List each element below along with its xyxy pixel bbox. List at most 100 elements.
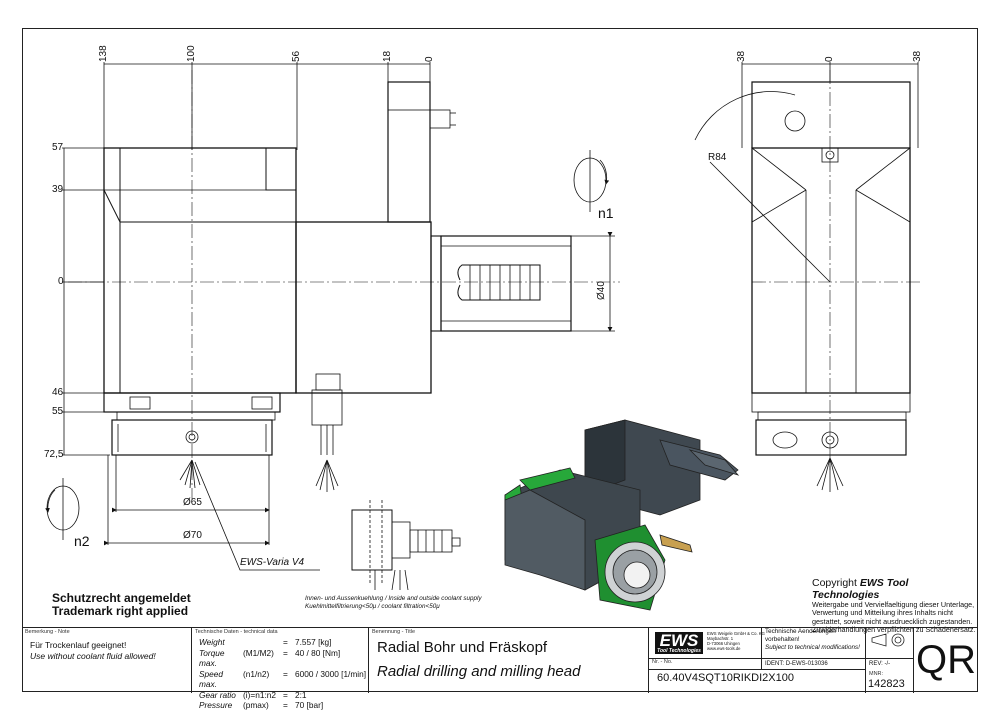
dim-right-38b: 38 — [912, 50, 923, 62]
tech-label: Torque max. — [199, 647, 225, 669]
remark-cell: Bemerkung - Note Für Trockenlauf geeigne… — [22, 628, 192, 693]
trademark-en: Trademark right applied — [52, 604, 189, 618]
tech-sym: (pmax) — [243, 700, 269, 710]
copyright-prefix: Copyright — [812, 577, 860, 589]
tech-data-cell: Technische Daten - technical data Weight… — [192, 628, 369, 710]
company-line: D-73066 Uhingen — [707, 641, 740, 646]
tech-val: 7.557 [kg] — [295, 637, 332, 647]
company-line: www.ews-tools.de — [707, 646, 741, 651]
dim-dia65: Ø65 — [183, 497, 202, 508]
title-header: Benennung - Title — [372, 629, 416, 635]
remark-de: Für Trockenlauf geeignet! — [30, 640, 127, 650]
tech-eq: = — [283, 700, 288, 710]
tech-eq: = — [283, 668, 288, 679]
tech-data-table: Weight = 7.557 [kg] Torque max. (M1/M2) = 40 … — [199, 637, 369, 711]
dim-18: 18 — [382, 50, 393, 62]
copyright-line: gestattet, soweit nicht ausdruecklich zu… — [812, 616, 973, 626]
trademark-de: Schutzrecht angemeldet — [52, 591, 191, 605]
tech-header: Technische Daten - technical data — [195, 629, 278, 635]
copyright-line: Verwertung und Mitteilung ihres Inhalts … — [812, 608, 954, 618]
ident-cell: EWS Tool Technologies EWS Weigele GmbH &… — [649, 628, 866, 693]
isometric-view — [504, 419, 740, 611]
dim-55: 55 — [52, 406, 64, 417]
tech-label: Gear ratio — [199, 689, 236, 700]
tech-eq: = — [283, 689, 288, 700]
copyright-title: Copyright EWS Tool Technologies — [812, 577, 977, 601]
ews-logo: EWS Tool Technologies — [655, 632, 703, 654]
tech-label: Speed max. — [199, 668, 223, 690]
copyright-line: Zuwiderhandlungen verpflichten zu Schade… — [812, 624, 976, 634]
coolant-note-line2: Kuehlmittelfiltrierung<50μ / coolant fil… — [305, 603, 440, 610]
logo-sub: Tool Technologies — [657, 648, 701, 654]
copyright-line: Weitergabe und Vervielfaeltigung dieser … — [812, 600, 975, 609]
modif-de: Technische Aenderungen vorbehalten! — [765, 628, 836, 643]
modif-en: Subject to technical modifications! — [765, 644, 860, 651]
ident-field: IDENT: D-EWS-013036 — [761, 658, 866, 669]
projection-symbol-icon — [871, 633, 905, 647]
tech-row: Pressure (pmax) = 70 [bar] — [199, 700, 369, 711]
tech-label: Pressure — [199, 700, 233, 710]
nr-label: Nr. - No. — [652, 659, 673, 665]
trademark-note: Schutzrecht angemeldet Trademark right a… — [52, 592, 191, 618]
dim-r84: R84 — [708, 152, 727, 163]
dim-right-0: 0 — [824, 56, 835, 62]
copyright-block: Copyright EWS Tool Technologies Weiterga… — [812, 577, 977, 634]
company-line: EWS Weigele GmbH & Co. KG — [707, 631, 765, 636]
ident-value: D-EWS-013036 — [785, 661, 828, 667]
title-de: Radial Bohr und Fräskopf — [377, 639, 548, 656]
tech-sym: (i)=n1:n2 — [243, 689, 276, 700]
tech-eq: = — [283, 637, 288, 647]
tech-label: Weight — [199, 637, 225, 647]
ident-divider — [649, 658, 761, 659]
coolant-note-line1: Innen- und Aussenkuehlung / Inside and o… — [305, 595, 482, 602]
tech-val: 2:1 — [295, 689, 307, 700]
tech-row: Weight = 7.557 [kg] — [199, 637, 369, 648]
dim-dia70: Ø70 — [183, 530, 202, 541]
tech-sym: (M1/M2) — [243, 647, 274, 658]
tech-row: Speed max. (n1/n2) = 6000 / 3000 [1/min] — [199, 669, 369, 690]
sheet-code: QR — [916, 638, 976, 682]
tech-val: 40 / 80 [Nm] — [295, 647, 341, 658]
dim-0: 0 — [424, 56, 435, 62]
ident-label: IDENT: — [765, 661, 785, 667]
dim-46: 46 — [52, 387, 64, 398]
title-block: Bemerkung - Note Für Trockenlauf geeigne… — [22, 627, 978, 710]
rev-field: REV: -/- — [866, 658, 914, 669]
rev-label: REV: — [869, 661, 883, 667]
remark-header: Bemerkung - Note — [25, 629, 70, 635]
tech-row: Torque max. (M1/M2) = 40 / 80 [Nm] — [199, 648, 369, 669]
nr-value: 60.40V4SQT10RIKDI2X100 — [657, 672, 794, 684]
company-line: Maybachstr. 1 — [707, 636, 734, 641]
varia-label: EWS-Varia V4 — [240, 557, 305, 568]
rotation-n1-label: n1 — [598, 205, 614, 221]
rotation-n2-label: n2 — [74, 533, 90, 549]
dim-100: 100 — [186, 45, 197, 62]
dim-right-38a: 38 — [736, 50, 747, 62]
title-cell: Benennung - Title Radial Bohr und Fräsko… — [369, 628, 649, 693]
dim-57: 57 — [52, 142, 64, 153]
tech-sym — [243, 637, 283, 648]
dim-39: 39 — [52, 184, 64, 195]
copyright-brand: EWS Tool Technologies — [812, 577, 909, 601]
mnr-label: MNR: — [869, 671, 884, 677]
mnr-value: 142823 — [868, 678, 905, 690]
title-en: Radial drilling and milling head — [377, 663, 581, 680]
dim-56: 56 — [291, 50, 302, 62]
coolant-note: Innen- und Aussenkuehlung / Inside and o… — [305, 595, 482, 611]
tech-val: 6000 / 3000 [1/min] — [295, 668, 367, 679]
dim-72-5: 72,5 — [44, 449, 64, 460]
tech-row: Gear ratio (i)=n1:n2 = 2:1 — [199, 690, 369, 701]
dim-zero: 0 — [58, 276, 64, 287]
rev-value: -/- — [884, 661, 891, 667]
company-address: EWS Weigele GmbH & Co. KG Maybachstr. 1 … — [707, 631, 765, 651]
tech-val: 70 [bar] — [295, 700, 324, 710]
dim-138: 138 — [98, 45, 109, 62]
modification-note: Technische Aenderungen vorbehalten! Subj… — [761, 628, 866, 658]
logo-text: EWS — [659, 631, 699, 650]
tech-eq: = — [283, 647, 288, 658]
drawing-frame — [22, 28, 978, 692]
tech-sym: (n1/n2) — [243, 668, 270, 679]
nr-divider — [649, 669, 866, 670]
